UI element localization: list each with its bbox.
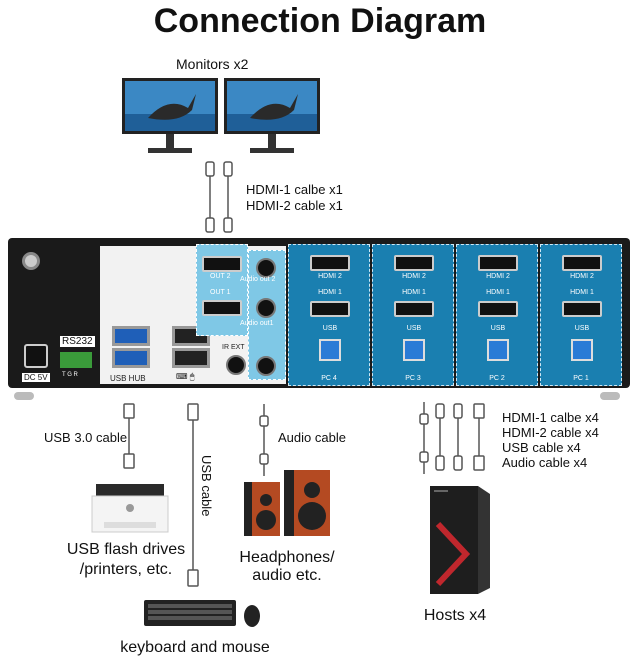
- pc1-hdmi1-label: HDMI 1: [570, 289, 594, 296]
- pc3-usb-b-port: [403, 339, 425, 361]
- pc1-usb-b-port: [571, 339, 593, 361]
- kbd-usb-port-bottom: [172, 348, 210, 368]
- headphones-line-2: audio etc.: [252, 567, 322, 584]
- printer-image: [91, 484, 169, 533]
- headphones-line-1: Headphones/: [239, 549, 335, 566]
- pc2-hdmi2-label: HDMI 2: [486, 273, 510, 280]
- kvm-foot-left: [14, 392, 34, 400]
- host-cables: [419, 402, 485, 474]
- pc1-usb-label: USB: [574, 325, 590, 332]
- hdmi-top-label-2: HDMI-2 cable x1: [246, 198, 343, 213]
- usb30-cable: [123, 403, 135, 469]
- monitors-label: Monitors x2: [176, 56, 249, 72]
- monitor-left: [122, 78, 218, 153]
- pc2-panel: HDMI 2 HDMI 1 USB PC 2: [456, 244, 538, 386]
- audio-out1-label: Audio out1: [240, 320, 274, 327]
- ir-ext-jack: [226, 355, 246, 375]
- pc4-hdmi2-port: [310, 255, 350, 271]
- audio-cable-label: Audio cable: [278, 430, 346, 445]
- pc1-hdmi2-label: HDMI 2: [570, 273, 594, 280]
- pc1-hdmi2-port: [562, 255, 602, 271]
- host-cable-label-1: HDMI-1 calbe x4: [502, 410, 599, 425]
- usb-hub-label: USB HUB: [110, 374, 146, 383]
- out2-label: OUT 2: [210, 273, 231, 280]
- pc3-usb-label: USB: [406, 325, 422, 332]
- keyboard-mouse-image: [144, 600, 260, 627]
- usb-cable-label: USB cable: [199, 455, 214, 517]
- pc2-usb-label: USB: [490, 325, 506, 332]
- out1-hdmi-port: [202, 300, 242, 316]
- pc4-panel: HDMI 2 HDMI 1 USB PC 4: [288, 244, 370, 386]
- usb-devices-line-2: /printers, etc.: [79, 561, 173, 578]
- pc3-hdmi1-label: HDMI 1: [402, 289, 426, 296]
- hosts-label: Hosts x4: [423, 607, 487, 624]
- host-cable-label-3: USB cable x4: [502, 440, 581, 455]
- pc3-panel: HDMI 2 HDMI 1 USB PC 3: [372, 244, 454, 386]
- pc4-hdmi1-port: [310, 301, 350, 317]
- dc-label: DC 5V: [22, 373, 50, 382]
- audio-out2-label: Audio out 2: [240, 276, 276, 283]
- pc1-panel: HDMI 2 HDMI 1 USB PC 1: [540, 244, 622, 386]
- dc-jack: [24, 344, 48, 368]
- usb3-port-top: [112, 326, 150, 346]
- pc4-usb-b-port: [319, 339, 341, 361]
- host-pc-image: [430, 486, 490, 594]
- rs232-label: RS232: [60, 336, 95, 347]
- hdmi-top-label-1: HDMI-1 calbe x1: [246, 182, 343, 197]
- pc3-label: PC 3: [405, 375, 421, 382]
- pc1-label: PC 1: [573, 375, 589, 382]
- usb3-port-bottom: [112, 348, 150, 368]
- audio-cable: [259, 404, 269, 476]
- page-title: Connection Diagram: [153, 2, 487, 40]
- kvm-foot-right: [600, 392, 620, 400]
- usb30-cable-label: USB 3.0 cable: [44, 430, 128, 445]
- pc1-hdmi1-port: [562, 301, 602, 317]
- pc2-usb-b-port: [487, 339, 509, 361]
- mouse-keyboard-icon: ⌨ 🖱: [176, 372, 195, 381]
- monitor-right: [224, 78, 320, 153]
- pc2-label: PC 2: [489, 375, 505, 382]
- out1-label: OUT 1: [210, 289, 231, 296]
- pc2-hdmi1-port: [478, 301, 518, 317]
- audio-out1-jack: [256, 298, 276, 318]
- pc2-hdmi2-port: [478, 255, 518, 271]
- host-cable-label-2: HDMI-2 cable x4: [502, 425, 599, 440]
- rs232-terminal: [60, 352, 92, 368]
- pc4-usb-label: USB: [322, 325, 338, 332]
- pc3-hdmi2-label: HDMI 2: [402, 273, 426, 280]
- ir-ext-label: IR EXT: [222, 344, 245, 351]
- pc2-hdmi1-label: HDMI 1: [486, 289, 510, 296]
- monitors-image: [122, 78, 320, 153]
- host-cable-label-4: Audio cable x4: [502, 455, 588, 470]
- speakers-image: [244, 470, 330, 536]
- hdmi-cables-top: [205, 161, 233, 233]
- usb-keyboard-cable: [187, 403, 199, 587]
- pc4-label: PC 4: [321, 375, 337, 382]
- out2-hdmi-port: [202, 256, 242, 272]
- pc4-hdmi1-label: HDMI 1: [318, 289, 342, 296]
- audio-out2-jack: [256, 258, 276, 278]
- rs232-pins-label: T G R: [62, 372, 78, 378]
- mic-jack: [256, 356, 276, 376]
- keyboard-mouse-label: keyboard and mouse: [120, 639, 270, 656]
- ground-screw-icon: [22, 252, 40, 270]
- pc4-hdmi2-label: HDMI 2: [318, 273, 342, 280]
- pc3-hdmi2-port: [394, 255, 434, 271]
- pc3-hdmi1-port: [394, 301, 434, 317]
- usb-devices-line-1: USB flash drives: [66, 541, 186, 558]
